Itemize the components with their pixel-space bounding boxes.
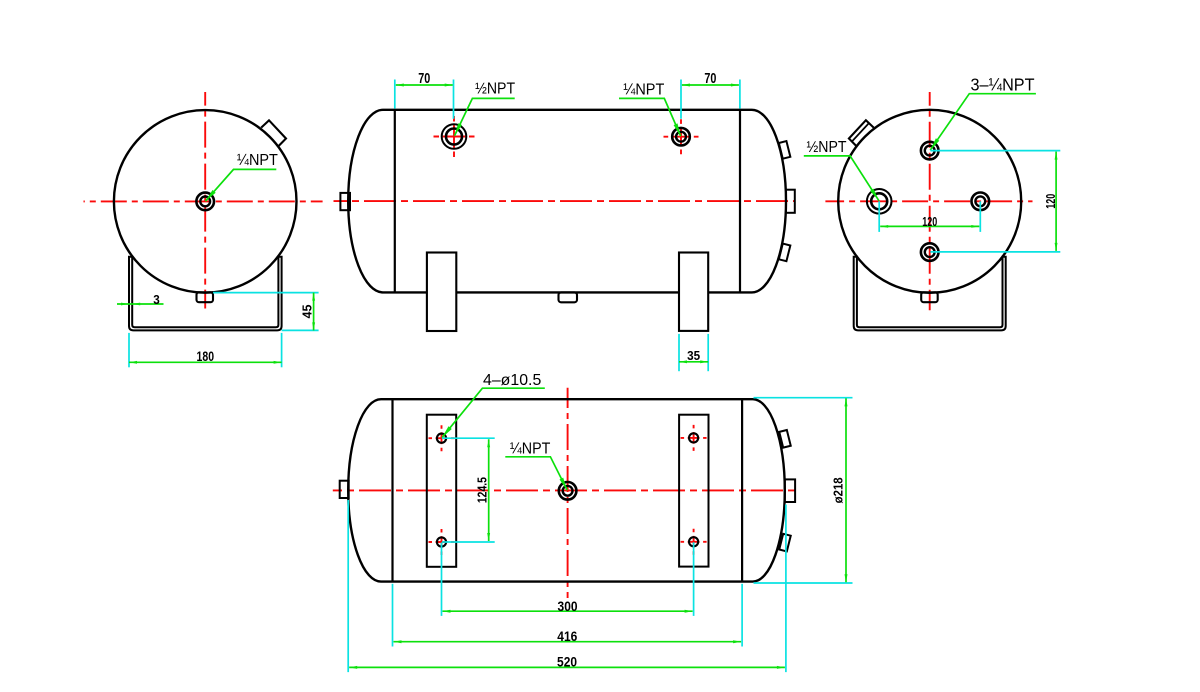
svg-text:124.5: 124.5 — [476, 477, 490, 503]
svg-text:½NPT: ½NPT — [807, 139, 847, 156]
svg-text:¼NPT: ¼NPT — [623, 81, 664, 98]
svg-text:½NPT: ½NPT — [475, 80, 515, 97]
svg-text:4–ø10.5: 4–ø10.5 — [483, 372, 541, 389]
svg-text:45: 45 — [300, 304, 314, 318]
svg-text:120: 120 — [1044, 194, 1058, 209]
svg-text:180: 180 — [197, 348, 215, 364]
svg-text:3: 3 — [153, 293, 160, 307]
svg-text:¼NPT: ¼NPT — [510, 440, 551, 457]
svg-text:300: 300 — [558, 598, 578, 614]
svg-text:520: 520 — [557, 654, 577, 670]
svg-text:35: 35 — [687, 349, 700, 363]
svg-text:416: 416 — [557, 628, 577, 644]
svg-text:¼NPT: ¼NPT — [237, 152, 278, 169]
svg-text:3–¼NPT: 3–¼NPT — [971, 74, 1035, 94]
svg-text:120: 120 — [922, 215, 937, 229]
svg-text:ø218: ø218 — [830, 477, 845, 503]
svg-text:70: 70 — [704, 70, 716, 87]
svg-text:70: 70 — [418, 70, 430, 87]
